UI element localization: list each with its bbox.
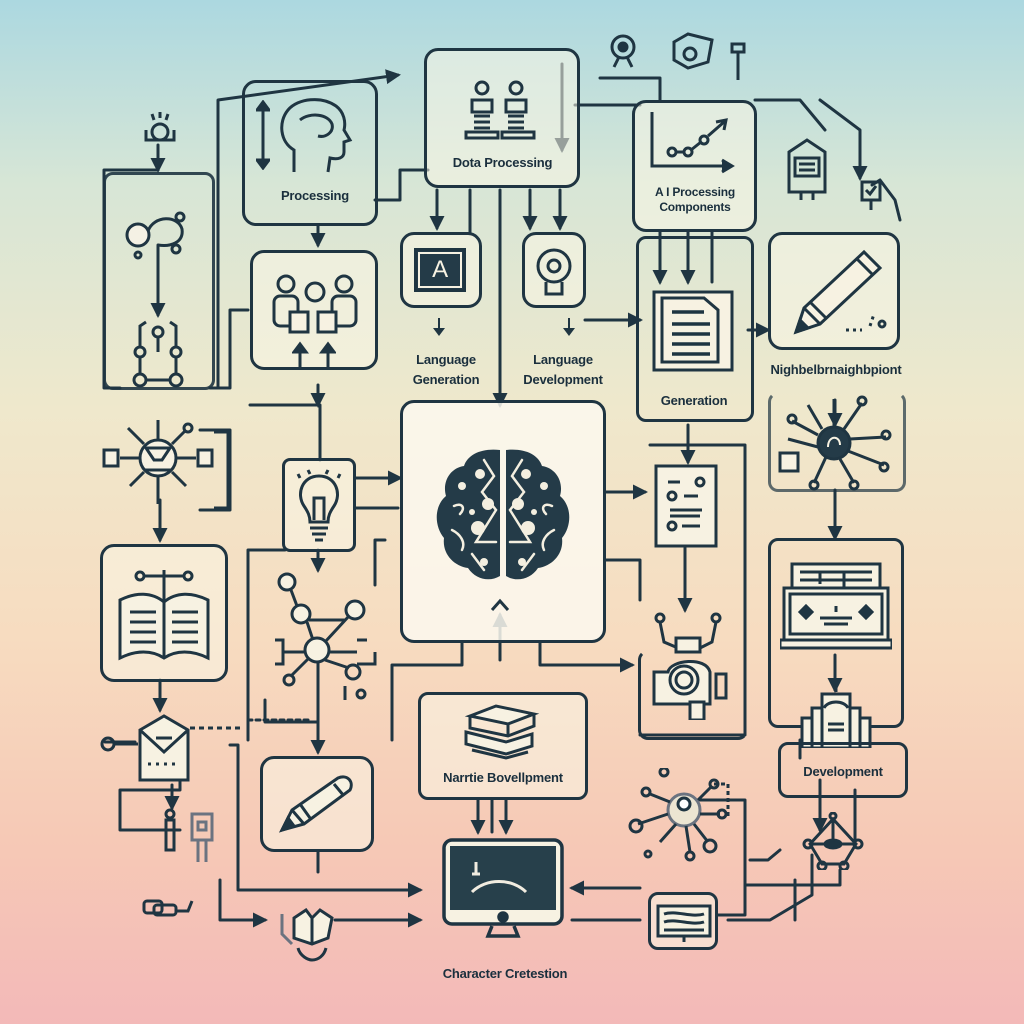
ai-processing-label-1: A I Processing [654, 185, 736, 199]
team-heads-icon [280, 908, 334, 962]
prism-network-icon [802, 812, 864, 870]
monitor-icon [442, 838, 564, 938]
molecule-network-icon [275, 572, 377, 700]
chevron-up-icon [490, 598, 510, 611]
stacked-books-icon [464, 704, 540, 760]
letter-a-text: A [432, 256, 448, 283]
brain-network-icon [436, 449, 570, 580]
language-development-label-2: Development [523, 372, 603, 387]
camera-icon [652, 612, 728, 720]
language-generation-label-2: Generation [412, 372, 480, 387]
lightbulb-icon [296, 469, 342, 542]
compass-hub-icon [102, 420, 214, 504]
idea-person-icon [144, 112, 176, 142]
small-flag-icon [730, 42, 746, 80]
house-document-icon [787, 138, 827, 200]
team-people-icon [272, 274, 358, 334]
laptop-icon [780, 562, 892, 650]
narrative-development-label: Narrtie Bovellpment [443, 770, 563, 785]
language-generation-label-1: Language [416, 352, 476, 367]
lightbulb-node[interactable] [282, 458, 356, 552]
character-creation-label: Character Cretestion [442, 966, 568, 981]
generation-node[interactable] [636, 236, 754, 422]
generation-label: Generation [660, 393, 728, 408]
lamp-icon [536, 248, 572, 296]
two-people-pedestal-icon [464, 80, 536, 140]
small-book-icon [656, 904, 712, 942]
letter-a-icon [414, 248, 466, 292]
checkbox-icon [860, 180, 882, 210]
link-chain-icon [142, 899, 194, 917]
network-node-icon [125, 211, 186, 265]
open-book-icon [118, 570, 210, 661]
webcam-icon [610, 34, 636, 68]
hub-network-icon [778, 395, 892, 491]
tree-nodes-icon [132, 320, 184, 388]
camera-group [638, 650, 748, 740]
language-development-label-1: Language [533, 352, 593, 367]
ai-processing-label-2: Components [659, 200, 731, 214]
document-icon [652, 290, 734, 372]
bracket-icon [214, 430, 230, 510]
data-processing-label: Dota Processing [452, 155, 553, 170]
form-document-icon [654, 464, 718, 548]
development-node[interactable] [778, 742, 908, 798]
pencil-icon [793, 249, 887, 335]
development-label: Development [803, 764, 883, 779]
gear-map-icon [672, 32, 714, 70]
robot-figure-icon [190, 812, 214, 862]
hub-group [768, 392, 906, 492]
processing-label: Processing [280, 188, 350, 203]
neighbor-development-label: Nighbelbrnaighbpiont [770, 362, 902, 377]
processing-node[interactable] [242, 80, 378, 226]
building-icon [800, 682, 872, 748]
head-profile-icon [280, 98, 353, 173]
data-processing-node[interactable] [424, 48, 580, 188]
envelope-icon [100, 714, 240, 782]
line-chart-arrow-icon [650, 112, 735, 174]
arrow-down-icon [563, 318, 575, 336]
arrow-down-icon [433, 318, 445, 336]
left-network-group [103, 172, 215, 390]
pencil-icon [279, 775, 353, 833]
updown-arrow-icon [256, 100, 270, 170]
gear-network-icon [628, 768, 730, 862]
person-icon [164, 808, 176, 852]
up-arrows-icon [292, 341, 336, 368]
